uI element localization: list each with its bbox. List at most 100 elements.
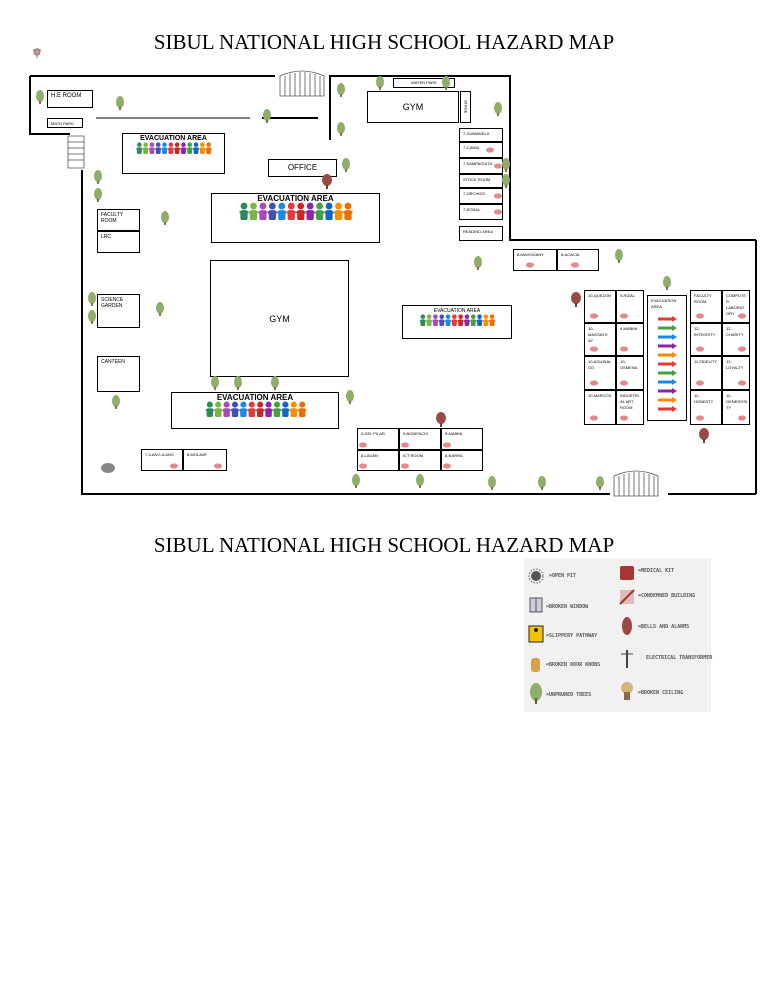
gym-top: GYM bbox=[367, 91, 459, 123]
computer-laboratory: COMPUTE R LABORAT ORY bbox=[722, 290, 750, 323]
broken-ceiling-icon bbox=[696, 380, 704, 386]
arrow-icon bbox=[658, 388, 677, 394]
person-icon bbox=[205, 401, 214, 417]
broken-ceiling-icon bbox=[696, 313, 704, 319]
person-icon bbox=[432, 314, 439, 326]
broken-ceiling-icon bbox=[738, 380, 746, 386]
broken-ceiling-icon bbox=[738, 346, 746, 352]
room-7-rosal: 7-ROSAL bbox=[459, 204, 503, 220]
legend-slippery-pathway: =SLIPPERY PATHWAY bbox=[546, 633, 598, 639]
unpruned-tree-icon bbox=[502, 174, 510, 188]
person-icon bbox=[438, 314, 445, 326]
unpruned-tree-icon bbox=[234, 376, 242, 390]
broken-ceiling-icon bbox=[696, 346, 704, 352]
person-icon bbox=[296, 202, 306, 220]
broken-ceiling-icon bbox=[738, 313, 746, 319]
room-11-honesty: 11-HONESTY bbox=[690, 390, 722, 425]
office: OFFICE bbox=[268, 159, 337, 177]
person-icon bbox=[324, 202, 334, 220]
broken-ceiling-icon bbox=[590, 346, 598, 352]
evacuation-label: EVACUATION AREA bbox=[257, 194, 334, 203]
unpruned-tree-icon bbox=[596, 476, 604, 490]
broken-ceiling-icon bbox=[590, 380, 598, 386]
unpruned-tree-icon bbox=[337, 122, 345, 136]
room-10-magsaysay: 10-MAGSAYS AY bbox=[584, 323, 616, 356]
reading-area: READING AREA bbox=[459, 226, 503, 241]
evacuation-area-2: EVACUATION AREA bbox=[211, 193, 380, 243]
legend-bells-alarms: =BELLS AND ALARMS bbox=[638, 624, 690, 630]
unpruned-tree-icon bbox=[88, 310, 96, 324]
person-icon bbox=[419, 314, 426, 326]
unpruned-tree-icon bbox=[94, 188, 102, 202]
bell-alarm-icon bbox=[699, 428, 709, 443]
room-7-orchids: 7-ORCHIDS bbox=[459, 188, 503, 204]
gate-icon bbox=[67, 70, 659, 497]
person-icon bbox=[205, 142, 212, 154]
math-park: MATH PARK bbox=[47, 118, 83, 128]
bell-alarm-icon bbox=[622, 617, 632, 635]
unpruned-tree-icon bbox=[116, 96, 124, 110]
people-icons bbox=[205, 401, 307, 417]
legend-open-pit: =OPEN PIT bbox=[549, 573, 577, 579]
person-icon bbox=[463, 314, 470, 326]
unpruned-tree-icon bbox=[442, 76, 450, 90]
person-icon bbox=[476, 314, 483, 326]
person-icon bbox=[281, 401, 290, 417]
arrow-icon bbox=[658, 316, 677, 322]
broken-ceiling-icon bbox=[170, 463, 178, 469]
room-7-gumamela: 7-GUMAMELA bbox=[459, 128, 503, 142]
electrical-transformer-icon bbox=[621, 650, 633, 668]
bell-alarm-icon bbox=[571, 292, 581, 307]
arrow-icon bbox=[658, 370, 677, 376]
person-icon bbox=[174, 142, 181, 154]
evacuation-area-3: EVACUATION AREA bbox=[402, 305, 512, 339]
faculty-room: FACULTY ROOM bbox=[97, 209, 140, 231]
unpruned-tree-icon bbox=[156, 302, 164, 316]
broken-ceiling-icon bbox=[401, 463, 409, 469]
person-icon bbox=[298, 401, 307, 417]
person-icon bbox=[193, 142, 200, 154]
bell-alarm-icon bbox=[322, 174, 332, 189]
broken-ceiling-icon bbox=[620, 380, 628, 386]
person-icon bbox=[457, 314, 464, 326]
person-icon bbox=[167, 142, 174, 154]
evacuation-label: EVACUATION AREA bbox=[433, 308, 481, 314]
room-9-rizal: 9-RIZAL bbox=[616, 290, 644, 323]
broken-ceiling-icon bbox=[359, 442, 367, 448]
person-icon bbox=[343, 202, 353, 220]
room-12-integrity: 12-INTEGRITY bbox=[690, 323, 722, 356]
legend-medical-kit: =MEDICAL KIT bbox=[638, 568, 675, 574]
person-icon bbox=[256, 401, 265, 417]
person-icon bbox=[148, 142, 155, 154]
broken-ceiling-icon bbox=[571, 262, 579, 268]
arrow-icon bbox=[658, 361, 677, 367]
person-icon bbox=[142, 142, 149, 154]
room-9-bonifacio: 9-BONIFACIO bbox=[399, 428, 441, 450]
broken-door-knob-icon bbox=[531, 658, 540, 672]
person-icon bbox=[155, 142, 162, 154]
room-10-quezon: 10-QUEZON bbox=[584, 290, 616, 323]
water-park: WATER PARK bbox=[393, 78, 455, 88]
person-icon bbox=[426, 314, 433, 326]
arrow-icon bbox=[658, 343, 677, 349]
room-8-narra: 8-NARRA bbox=[441, 450, 483, 471]
person-icon bbox=[136, 142, 143, 154]
unpruned-tree-icon bbox=[615, 249, 623, 263]
room-11-fidelity: 11-FIDELITY bbox=[690, 356, 722, 390]
legend-title: SIBUL NATIONAL HIGH SCHOOL HAZARD MAP bbox=[153, 533, 615, 557]
evacuation-label: EVACUATION AREA bbox=[651, 298, 677, 309]
evacuation-label: EVACUATION AREA bbox=[140, 135, 207, 142]
arrow-icon bbox=[658, 334, 677, 340]
unpruned-tree-icon bbox=[346, 390, 354, 404]
person-icon bbox=[222, 401, 231, 417]
legend-broken-ceiling: =BROKEN CEILING bbox=[638, 690, 684, 696]
person-icon bbox=[273, 401, 281, 417]
unpruned-tree-icon bbox=[263, 109, 271, 123]
evacuation-arrows bbox=[658, 316, 677, 412]
broken-ceiling-icon bbox=[620, 313, 628, 319]
legend-broken-door-knobs: =BROKEN DOOR KNOBS bbox=[546, 662, 601, 668]
room-9-mabini: 9-MABINI bbox=[441, 428, 483, 450]
broken-ceiling-icon bbox=[494, 209, 502, 215]
legend-icons bbox=[528, 566, 635, 704]
open-pit-icon bbox=[528, 568, 544, 584]
